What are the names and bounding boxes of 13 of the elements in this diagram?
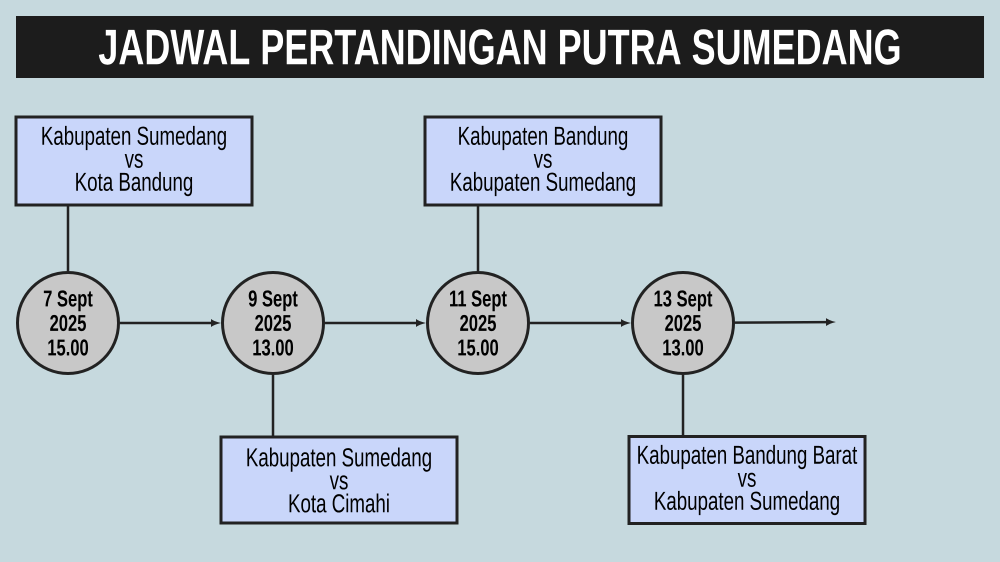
match-box: Kabupaten Sumedang vs Kota Cimahi (220, 436, 458, 524)
connector-line (682, 375, 684, 435)
match-box: Kabupaten Bandung vs Kabupaten Sumedang (424, 116, 662, 206)
connector-line (476, 206, 480, 271)
title-bar: JADWAL PERTANDINGAN PUTRA SUMEDANG (16, 16, 984, 78)
arrow (120, 320, 218, 326)
arrow (325, 320, 424, 326)
arrow (735, 318, 834, 326)
match-box: Kabupaten Bandung Barat vs Kabupaten Sumedang (628, 435, 867, 525)
connector-line (66, 206, 70, 271)
match-box: Kabupaten Sumedang vs Kota Bandung (14, 116, 254, 206)
connector-line (272, 375, 274, 436)
arrow (530, 320, 628, 326)
